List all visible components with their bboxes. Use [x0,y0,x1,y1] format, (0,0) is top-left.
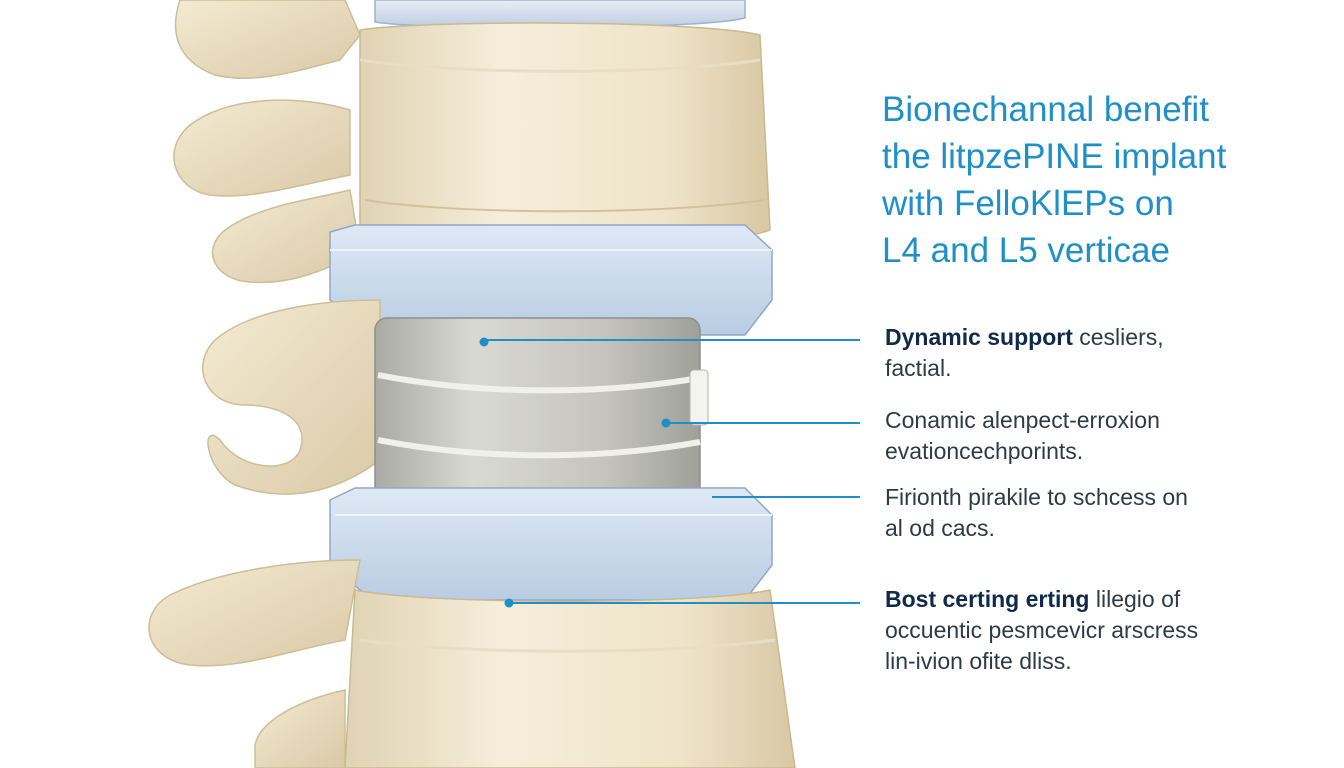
callout-3-line-1: Firionth pirakile to schcess on [885,482,1325,513]
callout-4-line-1: Bost certing erting lilegio of [885,584,1325,615]
middle-transverse-process [203,300,380,494]
callout-1-strong: Dynamic support [885,324,1073,350]
callout-dynamic-support: Dynamic support cesliers, factial. [885,322,1325,384]
spine-implant-illustration [0,0,860,768]
lower-transverse-process [149,560,360,768]
callout-2-line-1: Conamic alenpect-erroxion [885,405,1325,436]
callout-2: Conamic alenpect-erroxion evationcechpor… [885,405,1325,467]
callout-2-line-2: evationcechporints. [885,436,1325,467]
leader-dot-4 [505,599,514,608]
l5-vertebral-body [345,590,795,768]
callout-3: Firionth pirakile to schcess on al od ca… [885,482,1325,544]
leader-dot-2 [662,419,671,428]
l4-vertebral-body [360,23,770,249]
callout-4-line-3: lin-ivion ofite dliss. [885,646,1325,677]
callout-3-line-2: al od cacs. [885,513,1325,544]
leader-dot-1 [480,338,489,347]
callout-4-line-2: occuentic pesmcevicr arscress [885,615,1325,646]
title-line-3: with FelloKlEPs on [882,180,1322,227]
callout-4-strong: Bost certing erting [885,586,1089,612]
title-line-1: Bionechannal benefit [882,86,1322,133]
callout-4-rest: lilegio of [1089,586,1180,612]
callout-1-rest: cesliers, [1073,324,1164,350]
callout-4: Bost certing erting lilegio of occuentic… [885,584,1325,677]
callout-1-line-1: Dynamic support cesliers, [885,322,1325,353]
callout-1-line-2: factial. [885,353,1325,384]
title-line-4: L4 and L5 verticae [882,227,1322,274]
title-line-2: the litpzePINE implant [882,133,1322,180]
lower-endplate [330,488,772,600]
diagram-title: Bionechannal benefit the litpzePINE impl… [882,86,1322,274]
